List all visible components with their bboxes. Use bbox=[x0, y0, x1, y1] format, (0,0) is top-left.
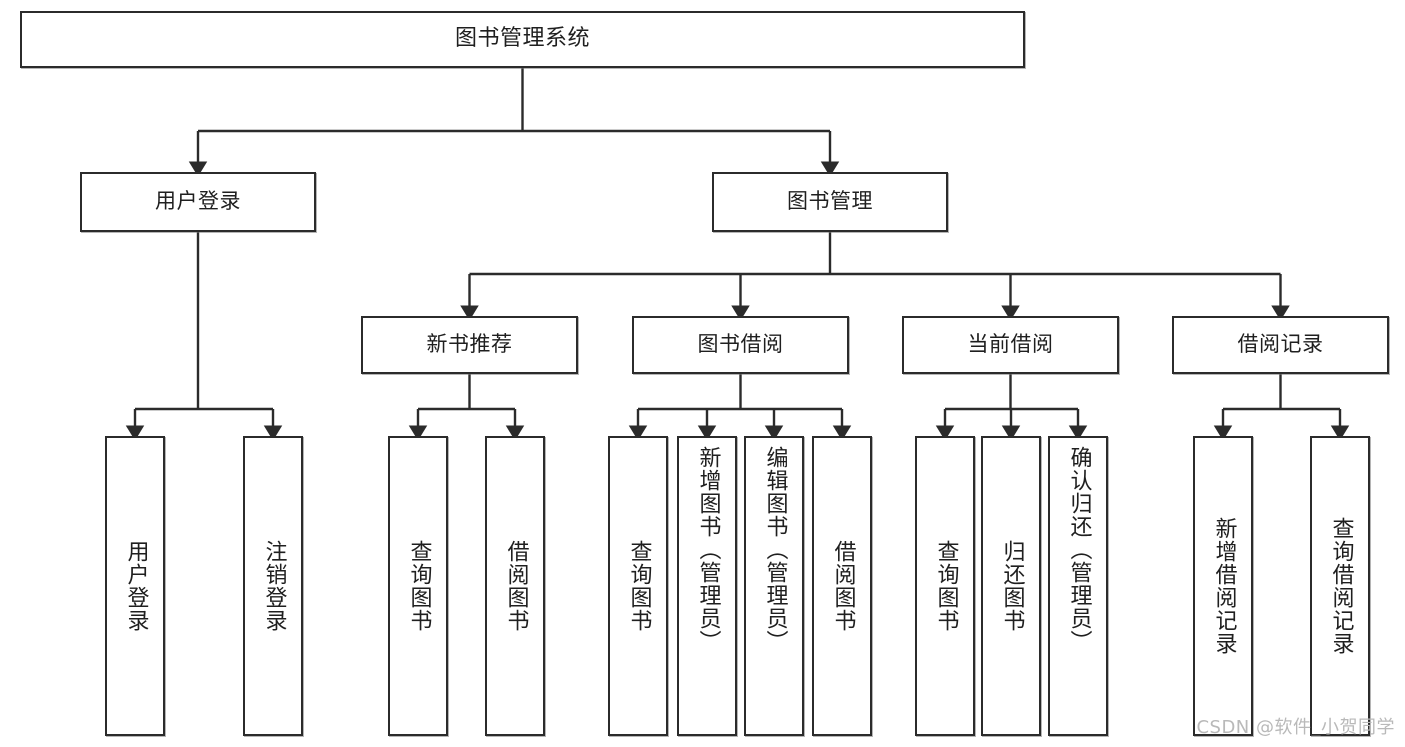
node-label: 新书推荐 bbox=[426, 332, 513, 357]
node-book-manage[interactable]: 图书管理 bbox=[712, 172, 948, 232]
node-label: 借阅图书 bbox=[503, 540, 529, 632]
node-leaf-cur-query-book[interactable]: 查询图书 bbox=[915, 436, 975, 736]
node-label: 用户登录 bbox=[123, 540, 149, 632]
node-label: 查询图书 bbox=[933, 540, 959, 632]
node-leaf-rec-query-record[interactable]: 查询借阅记录 bbox=[1310, 436, 1370, 736]
node-leaf-user-login[interactable]: 用户登录 bbox=[105, 436, 165, 736]
node-leaf-borrow-borrow-book[interactable]: 借阅图书 bbox=[812, 436, 872, 736]
node-label: 新增图书（管理员） bbox=[695, 446, 721, 653]
node-label: 用户登录 bbox=[155, 189, 241, 214]
node-label: 借阅记录 bbox=[1237, 332, 1324, 357]
node-leaf-rec-query-book[interactable]: 查询图书 bbox=[388, 436, 448, 736]
node-label: 查询图书 bbox=[406, 540, 432, 632]
node-leaf-cur-return-book[interactable]: 归还图书 bbox=[981, 436, 1041, 736]
node-label: 图书借阅 bbox=[697, 332, 784, 357]
node-label: 确认归还（管理员） bbox=[1066, 446, 1092, 653]
node-label: 借阅图书 bbox=[830, 540, 856, 632]
node-root[interactable]: 图书管理系统 bbox=[20, 11, 1025, 68]
node-leaf-borrow-edit-book[interactable]: 编辑图书（管理员） bbox=[744, 436, 804, 736]
node-leaf-rec-borrow-book[interactable]: 借阅图书 bbox=[485, 436, 545, 736]
node-label: 查询借阅记录 bbox=[1328, 517, 1354, 655]
node-label: 注销登录 bbox=[261, 540, 287, 632]
node-new-book-recommend[interactable]: 新书推荐 bbox=[361, 316, 578, 374]
node-borrow-record[interactable]: 借阅记录 bbox=[1172, 316, 1389, 374]
node-leaf-cur-confirm-return[interactable]: 确认归还（管理员） bbox=[1048, 436, 1108, 736]
node-current-borrow[interactable]: 当前借阅 bbox=[902, 316, 1119, 374]
node-label: 查询图书 bbox=[626, 540, 652, 632]
node-leaf-borrow-query-book[interactable]: 查询图书 bbox=[608, 436, 668, 736]
node-user-login[interactable]: 用户登录 bbox=[80, 172, 316, 232]
node-label: 图书管理 bbox=[787, 189, 873, 214]
node-leaf-rec-add-record[interactable]: 新增借阅记录 bbox=[1193, 436, 1253, 736]
node-label: 归还图书 bbox=[999, 540, 1025, 632]
node-book-borrow[interactable]: 图书借阅 bbox=[632, 316, 849, 374]
node-leaf-user-logout[interactable]: 注销登录 bbox=[243, 436, 303, 736]
node-label: 编辑图书（管理员） bbox=[762, 446, 788, 653]
node-label: 当前借阅 bbox=[967, 332, 1054, 357]
node-label: 新增借阅记录 bbox=[1211, 517, 1237, 655]
node-leaf-borrow-add-book[interactable]: 新增图书（管理员） bbox=[677, 436, 737, 736]
node-label: 图书管理系统 bbox=[454, 26, 590, 52]
